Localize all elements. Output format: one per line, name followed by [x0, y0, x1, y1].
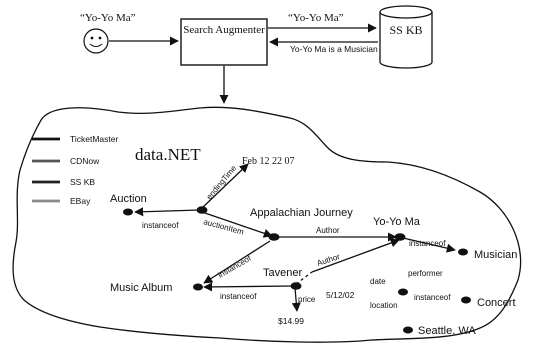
- data-net-cloud: [12, 106, 522, 343]
- node-label-auction: Auction: [110, 193, 147, 205]
- search-augmenter-label: Search Augmenter: [183, 24, 265, 36]
- edge-label-date: date: [370, 277, 386, 286]
- node-label-concert: Concert: [477, 297, 516, 309]
- legend-label-ebay: EBay: [70, 196, 91, 206]
- edge-label-instanceof-yoyoma: instanceof: [409, 239, 446, 248]
- node-dot-yoyoma: [394, 233, 406, 241]
- node-label-price-value: $14.99: [278, 316, 304, 326]
- node-label-music-album: Music Album: [110, 282, 172, 294]
- kb-label: SS KB: [389, 24, 423, 37]
- node-dot-concert: [461, 296, 471, 304]
- edge-instanceof-yoyoma: [402, 237, 456, 253]
- node-dot-concert-event: [398, 288, 408, 296]
- edge-author-2: [311, 238, 400, 273]
- kb-label-wrap: SS KB: [389, 24, 423, 37]
- node-dot-appalachian: [268, 233, 280, 241]
- edge-label-instanceof-album: instanceof: [220, 292, 257, 301]
- node-dot-musician: [458, 248, 468, 256]
- forwarded-query-text: “Yo-Yo Ma”: [288, 12, 344, 24]
- node-label-feb-date: Feb 12 22 07: [242, 156, 295, 167]
- edge-instanceof-diagonal: [203, 240, 271, 284]
- edge-label-author-1: Author: [316, 226, 340, 235]
- kb-answer-wrap: Yo-Yo Ma is a Musician: [290, 44, 378, 54]
- legend-label-ticketmaster: TicketMaster: [70, 134, 119, 144]
- smiley-user-icon: [83, 28, 109, 54]
- node-label-seattle: Seattle, WA: [418, 325, 476, 337]
- edge-auction-item: [201, 211, 273, 238]
- edge-label-instanceof-diagonal: instanceof: [217, 253, 254, 279]
- node-dot-auction-item: [196, 206, 208, 214]
- edge-label-auction-item: auctionItem: [202, 217, 245, 236]
- node-label-appalachian: Appalachian Journey: [250, 207, 353, 219]
- node-label-date-value: 5/12/02: [326, 290, 355, 300]
- node-dot-auction: [123, 208, 133, 216]
- edge-label-performer: performer: [408, 269, 443, 278]
- node-dot-tavener: [290, 282, 302, 290]
- legend-label-sskb: SS KB: [70, 177, 95, 187]
- data-net-title: data.NET: [135, 145, 201, 164]
- edge-label-ending-time: endingTime: [205, 163, 239, 201]
- node-label-yoyoma: Yo-Yo Ma: [373, 216, 421, 228]
- kb-answer-text: Yo-Yo Ma is a Musician: [290, 44, 378, 54]
- source-legend: TicketMaster CDNow SS KB EBay: [32, 134, 119, 206]
- edge-label-instanceof-concert: instanceof: [414, 293, 451, 302]
- edge-label-location: location: [370, 301, 398, 310]
- node-label-musician: Musician: [474, 249, 517, 261]
- edge-price: [291, 287, 301, 312]
- edge-instanceof-auction: [134, 207, 201, 217]
- node-dot-seattle: [403, 326, 413, 334]
- node-dot-music-album: [193, 283, 203, 291]
- search-augmenter-label-wrap: Search Augmenter: [183, 24, 265, 36]
- legend-label-cdnow: CDNow: [70, 156, 100, 166]
- edge-ending-time: [201, 163, 249, 209]
- edge-label-instanceof-auction: instanceof: [142, 221, 179, 230]
- search-augmenter-box: [180, 18, 268, 66]
- edge-label-price: price: [298, 295, 316, 304]
- node-label-tavener: Tavener: [263, 267, 302, 279]
- ss-kb-database-icon: [379, 5, 433, 69]
- user-query-text: “Yo-Yo Ma”: [80, 12, 136, 24]
- edge-instanceof-album: [203, 282, 294, 292]
